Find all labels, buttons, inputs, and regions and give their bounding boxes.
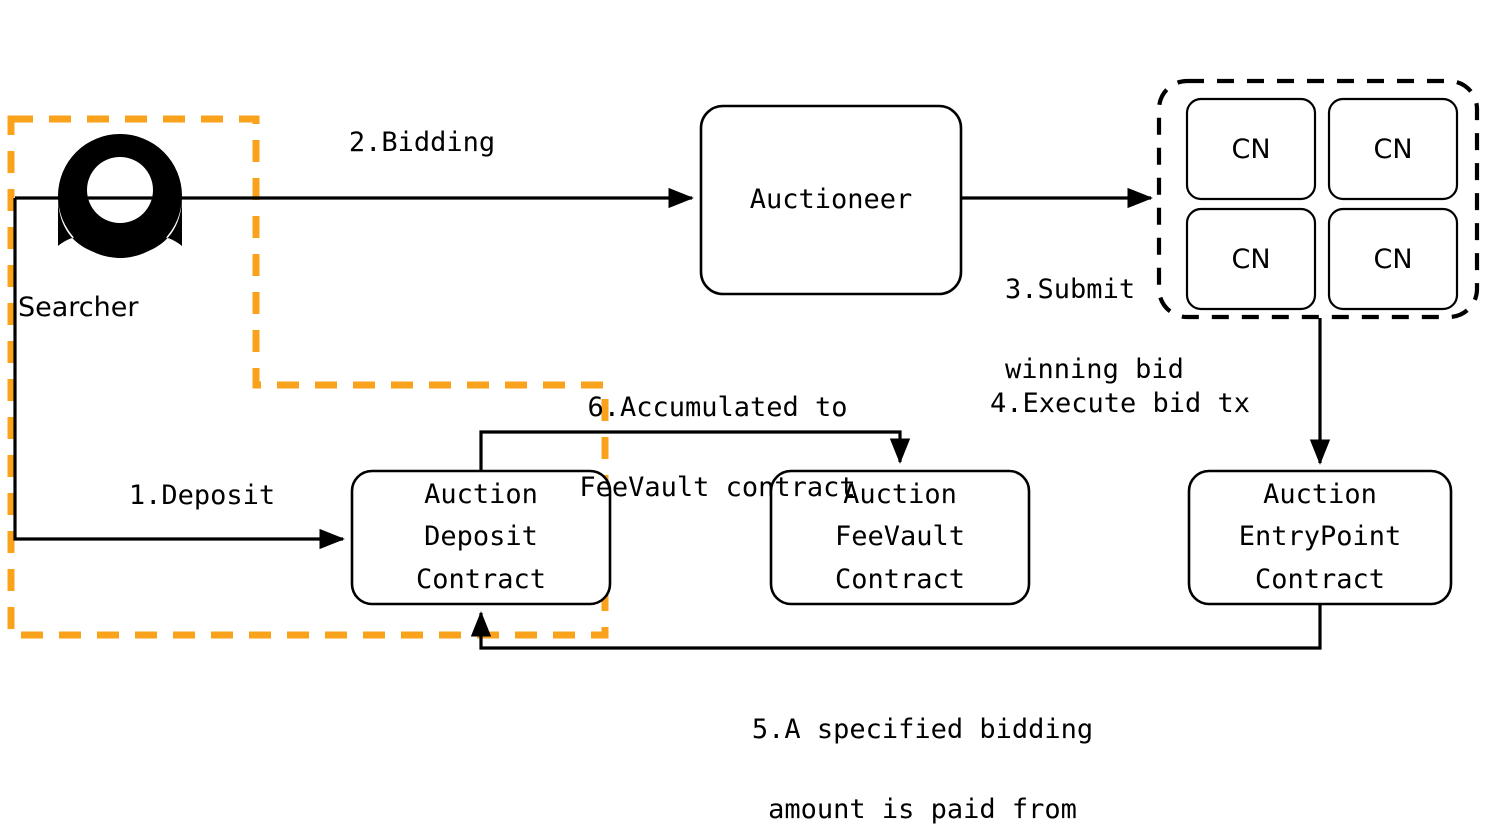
- submit-line-2: winning bid: [1005, 353, 1184, 385]
- node-auctioneer[interactable]: [699, 104, 963, 296]
- edge-label-execute-bid-tx: 4.Execute bid tx: [989, 388, 1251, 419]
- edge-entrypoint-to-deposit-contract: [470, 604, 1322, 650]
- accumulated-line-1: 6.Accumulated to: [587, 391, 848, 423]
- node-label-cn-4: CN: [1373, 243, 1413, 275]
- node-cn-4[interactable]: [1327, 207, 1459, 311]
- entrypoint-line-2: EntryPoint: [1238, 521, 1402, 553]
- edge-label-accumulated-to-feevault: 6.Accumulated to FeeVault contract: [455, 348, 915, 548]
- deposit-line-1: Auction: [424, 478, 538, 510]
- node-label-cn-2: CN: [1373, 133, 1413, 165]
- node-label-auction-feevault-contract: Auction FeeVault Contract: [771, 471, 1029, 604]
- edge-label-specified-bidding-amount: 5.A specified bidding amount is paid fro…: [620, 670, 1160, 828]
- edge-searcher-to-deposit-contract: [13, 198, 345, 550]
- node-label-cn-1: CN: [1231, 133, 1271, 165]
- feevault-line-1: Auction: [843, 478, 957, 510]
- specified-line-2: amount is paid from: [768, 793, 1077, 825]
- edge-label-submit-winning-bid: 3.Submit winning bid: [940, 230, 1184, 430]
- deposit-line-3: Contract: [415, 563, 547, 595]
- node-label-auction-entrypoint-contract: Auction EntryPoint Contract: [1189, 471, 1451, 604]
- node-label-auctioneer: Auctioneer: [749, 183, 913, 215]
- edge-label-deposit: 1.Deposit: [128, 480, 276, 511]
- searcher-scope-boundary: [7, 115, 609, 639]
- edge-label-bidding: 2.Bidding: [348, 127, 496, 158]
- specified-line-1: 5.A specified bidding: [751, 713, 1094, 745]
- node-label-auction-deposit-contract: Auction Deposit Contract: [352, 471, 610, 604]
- node-cn-3[interactable]: [1185, 207, 1317, 311]
- edge-deposit-contract-to-feevault: [479, 430, 911, 471]
- node-cn-1[interactable]: [1185, 97, 1317, 201]
- accumulated-line-2: FeeVault contract: [579, 471, 856, 503]
- person-icon: [57, 133, 183, 258]
- node-cn-2[interactable]: [1327, 97, 1459, 201]
- entrypoint-line-1: Auction: [1263, 478, 1377, 510]
- node-label-cn-3: CN: [1231, 243, 1271, 275]
- searcher-label: Searcher: [18, 292, 139, 323]
- deposit-line-2: Deposit: [424, 521, 538, 553]
- feevault-line-2: FeeVault: [834, 521, 966, 553]
- node-auction-feevault-contract[interactable]: [769, 469, 1031, 606]
- cn-cluster-boundary: [1156, 78, 1480, 320]
- submit-line-1: 3.Submit: [1005, 273, 1136, 305]
- entrypoint-line-3: Contract: [1254, 563, 1386, 595]
- feevault-line-3: Contract: [834, 563, 966, 595]
